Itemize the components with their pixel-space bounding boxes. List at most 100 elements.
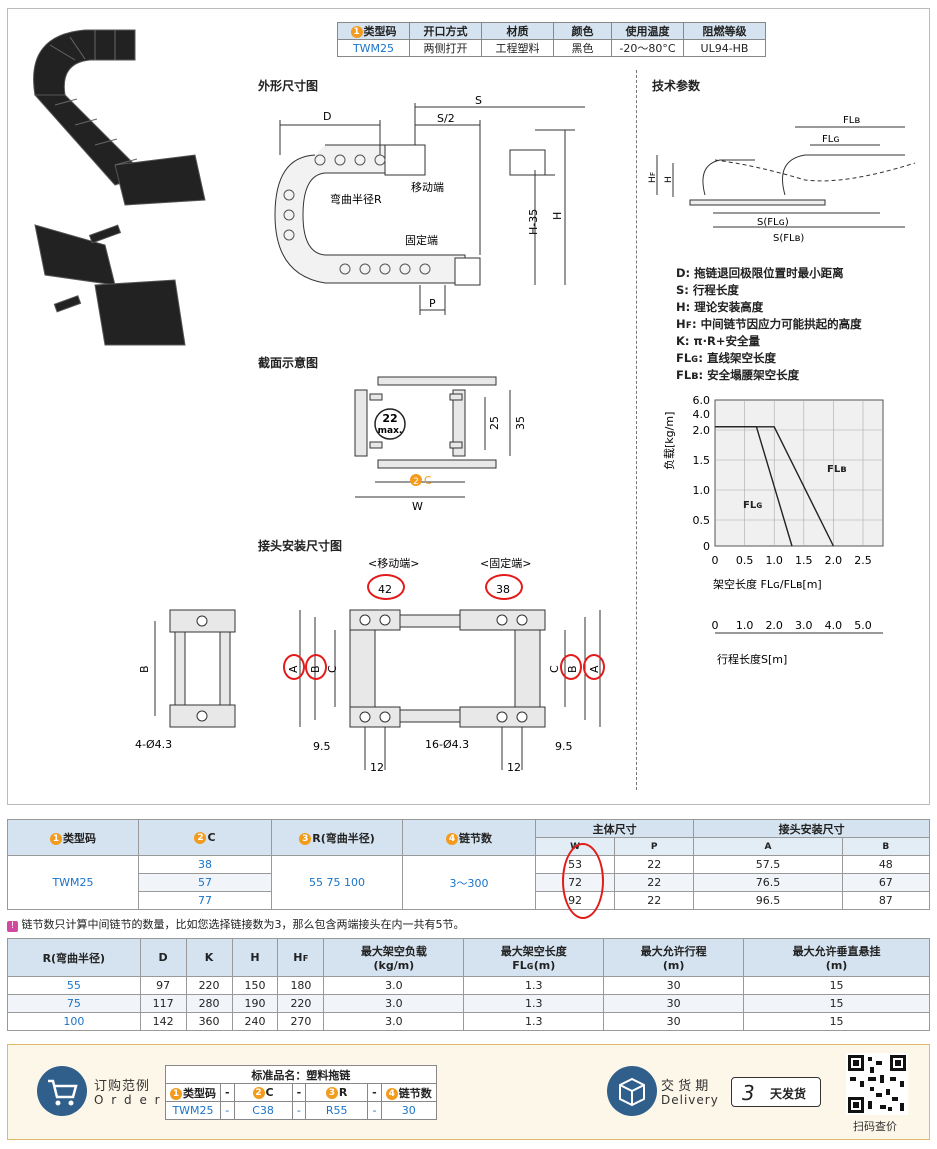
badge-2-text: 2 — [413, 477, 419, 487]
legend-item: FLʙ: 安全塌腰架空长度 — [676, 368, 800, 382]
joint-title: 接头安装尺寸图 — [258, 539, 343, 553]
r-cell: 360 — [185, 1012, 233, 1031]
r-cell: 280 — [185, 994, 233, 1013]
joint-95-right: 9.5 — [555, 740, 573, 753]
order-v-type: TWM25 — [165, 1101, 221, 1120]
joint-hole16: 16-Ø4.3 — [425, 738, 469, 751]
badge-2: 2 — [194, 832, 207, 844]
tech-hf-label: Hꜰ — [648, 172, 658, 183]
table-row: 75 117 280 190 220 3.0 1.3 30 15 — [7, 994, 930, 1013]
chart-x2tick: 1.0 — [736, 619, 754, 632]
type-value-3: 黑色 — [553, 39, 612, 57]
badge-1: 1 — [170, 1087, 182, 1100]
chart-x2tick: 4.0 — [825, 619, 843, 632]
cross-35: 35 — [514, 416, 527, 430]
outline-h-label: H — [551, 212, 564, 220]
delivery-days: 3 — [742, 1081, 755, 1105]
type-value-0: TWM25 — [337, 39, 410, 57]
type-value-2: 工程塑料 — [481, 39, 554, 57]
r-table: R(弯曲半径) D K H Hꜰ 最大架空负载 (kg/m) 最大架空长度 FL… — [7, 938, 930, 1031]
r-cell: 220 — [185, 976, 233, 995]
chart-series-label: FLʙ — [827, 464, 847, 475]
spec-cell: 22 — [614, 855, 695, 874]
chart-x2label: 行程长度S[m] — [717, 652, 787, 666]
type-header-4: 使用温度 — [611, 22, 684, 40]
spec-cell: 57.5 — [693, 855, 843, 874]
r-cell: 117 — [139, 994, 187, 1013]
highlight-circle — [367, 574, 405, 600]
outline-s-label: S — [475, 95, 482, 107]
highlight-circle — [485, 574, 523, 600]
chart-ytick: 1.0 — [693, 484, 711, 497]
legend-list: D: 拖链退回极限位置时最小距离 S: 行程长度 H: 理论安装高度 Hꜰ: 中… — [676, 265, 862, 384]
r-cell: 180 — [277, 976, 325, 995]
links-note: ! 链节数只计算中间链节的数量，比如您选择链接数为3，那么包含两端接头在内一共有… — [7, 916, 465, 932]
spec-cell: 22 — [614, 873, 695, 892]
highlight-circle — [560, 654, 582, 680]
chart-ylabel: 负载[kg/m] — [662, 412, 676, 470]
joint-12-right: 12 — [507, 761, 521, 774]
spec-h-links: 链节数 — [459, 831, 492, 845]
outline-s2-label: S/2 — [437, 112, 455, 125]
chart-ytick: 2.0 — [693, 424, 711, 437]
type-header-0: 类型码 — [363, 25, 397, 38]
chart-ytick: 1.5 — [693, 454, 711, 467]
spec-cell: 87 — [841, 891, 931, 910]
r-cell: 75 — [7, 994, 141, 1013]
spec-h-joint: 接头安装尺寸 — [693, 819, 930, 838]
spec-c-2: 77 — [138, 891, 272, 910]
spec-h-c: C — [207, 831, 216, 844]
chart-series-line — [715, 426, 835, 547]
chart-ytick: 4.0 — [693, 408, 711, 421]
legend-item: Hꜰ: 中间链节因应力可能拱起的高度 — [676, 317, 862, 331]
order-v-links: 30 — [380, 1101, 437, 1120]
r-cell: 55 — [7, 976, 141, 995]
legend-item: D: 拖链退回极限位置时最小距离 — [676, 266, 844, 280]
outline-h35-label: H-35 — [527, 209, 540, 235]
chart-x2tick: 2.0 — [765, 619, 783, 632]
spec-cell: 48 — [841, 855, 931, 874]
r-cell: 15 — [743, 976, 930, 995]
type-value-5: UL94-HB — [683, 39, 766, 57]
order-std-name: 标准品名：塑料拖链 — [165, 1065, 437, 1084]
cart-icon — [37, 1066, 87, 1116]
order-v-r: R55 — [305, 1101, 369, 1120]
table-row: 55 97 220 150 180 3.0 1.3 30 15 — [7, 976, 930, 995]
chart-x2tick: 5.0 — [854, 619, 872, 632]
spec-cell: 67 — [841, 873, 931, 892]
qr-label: 扫码查价 — [853, 1120, 897, 1133]
outline-moving-label: 移动端 — [411, 181, 444, 194]
order-v-sep: - — [367, 1101, 382, 1120]
cross-title: 截面示意图 — [258, 356, 319, 370]
chart-xtick: 0 — [712, 554, 719, 567]
qr-code[interactable] — [846, 1053, 908, 1115]
chart-x2tick: 3.0 — [795, 619, 813, 632]
order-title-cn: 订购范例 — [94, 1079, 151, 1094]
order-v-c: C38 — [233, 1101, 293, 1120]
drawing-frame — [7, 8, 930, 805]
highlight-circle — [583, 654, 605, 680]
delivery-title-en: Delivery — [661, 1093, 719, 1107]
delivery-box-icon — [607, 1066, 657, 1116]
spec-h-r: R(弯曲半径) — [312, 831, 375, 845]
table-row: 100 142 360 240 270 3.0 1.3 30 15 — [7, 1012, 930, 1031]
badge-3: 3 — [299, 832, 312, 845]
delivery-days-box: 3 天发货 — [731, 1077, 821, 1107]
order-v-sep: - — [220, 1101, 235, 1120]
order-h-sep: - — [220, 1083, 235, 1102]
legend-item: K: π·R+安全量 — [676, 334, 760, 348]
r-cell: 190 — [231, 994, 279, 1013]
spec-cell: 96.5 — [693, 891, 843, 910]
order-v-sep: - — [291, 1101, 307, 1120]
spec-h-body: 主体尺寸 — [534, 819, 695, 838]
outline-title: 外形尺寸图 — [258, 79, 319, 93]
r-cell: 150 — [231, 976, 279, 995]
delivery-days-label: 天发货 — [770, 1087, 807, 1101]
spec-sub-a: A — [693, 837, 843, 856]
tech-flg-label: FLɢ — [822, 134, 840, 145]
order-h-c: C — [265, 1086, 274, 1099]
order-h-sep: - — [367, 1083, 382, 1102]
r-cell: 30 — [603, 1012, 745, 1031]
